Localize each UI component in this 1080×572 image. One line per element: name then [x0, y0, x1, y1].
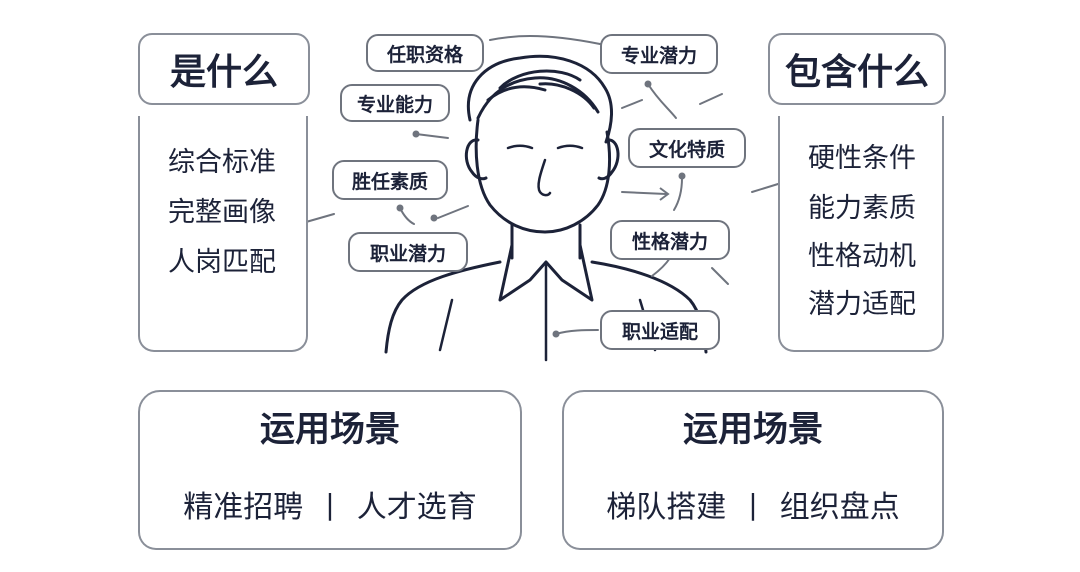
scene-2-header: 运用场景 [562, 390, 944, 462]
bubble-culture-trait: 文化特质 [628, 128, 746, 168]
bubble-qualification: 任职资格 [366, 34, 484, 72]
bubble-professional-potential: 专业潜力 [600, 34, 718, 74]
right-item-3: 性格动机 [808, 241, 916, 272]
left-panel: 综合标准 完整画像 人岗匹配 [138, 116, 308, 352]
right-title: 包含什么 [784, 52, 929, 93]
scene-2-item-a: 梯队搭建 [606, 490, 727, 525]
scene-2-title: 运用场景 [682, 409, 823, 450]
scene-1-item-b: 人才选育 [356, 490, 477, 525]
right-panel: 硬性条件 能力素质 性格动机 潜力适配 [778, 116, 944, 352]
right-item-4: 潜力适配 [808, 289, 916, 320]
scene-1-title: 运用场景 [259, 409, 400, 450]
left-title: 是什么 [169, 52, 278, 93]
scene-1-body: 精准招聘 | 人才选育 [138, 460, 522, 550]
scene-1-separator: | [325, 487, 335, 521]
scene-2-separator: | [748, 487, 758, 521]
scene-1-item-a: 精准招聘 [183, 490, 304, 525]
right-item-1: 硬性条件 [808, 143, 916, 174]
left-item-3: 人岗匹配 [168, 247, 276, 278]
scene-2-item-b: 组织盘点 [779, 490, 900, 525]
left-title-box: 是什么 [138, 33, 310, 105]
scene-1-header: 运用场景 [138, 390, 522, 462]
bubble-career-fit: 职业适配 [600, 310, 720, 350]
right-title-box: 包含什么 [768, 33, 946, 105]
left-item-1: 综合标准 [168, 147, 276, 178]
bubble-personality-potential: 性格潜力 [610, 220, 730, 260]
bubble-competency: 胜任素质 [332, 160, 448, 200]
left-item-2: 完整画像 [168, 197, 276, 228]
bubble-professional-ability: 专业能力 [340, 84, 450, 122]
bubble-career-potential: 职业潜力 [348, 232, 468, 272]
right-item-2: 能力素质 [808, 193, 916, 224]
scene-2-body: 梯队搭建 | 组织盘点 [562, 460, 944, 550]
